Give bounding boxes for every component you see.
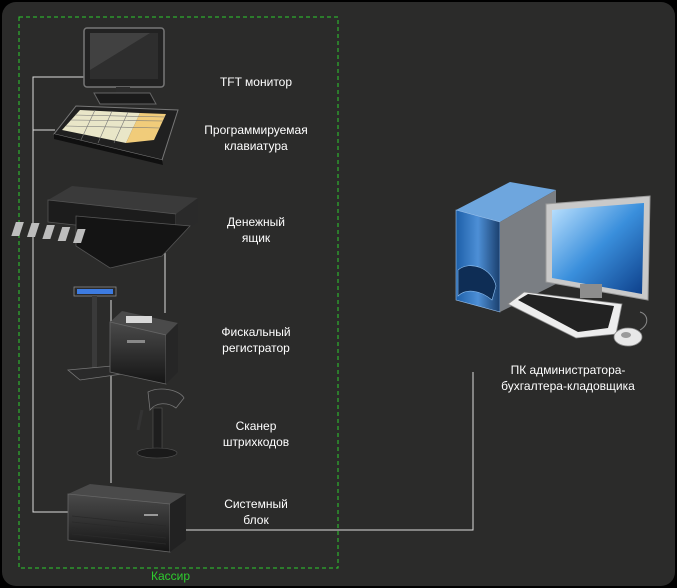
label-admin-pc: ПК администратора- бухгалтера-кладовщика [501, 363, 635, 393]
label-fiscal-printer: Фискальный регистратор [221, 325, 291, 355]
fiscal-printer-icon [67, 286, 178, 385]
tft-monitor-icon [83, 27, 165, 105]
label-barcode-scanner: Сканер штрихкодов [222, 419, 290, 449]
cashier-group-boundary [18, 16, 339, 569]
system-unit-icon [67, 484, 186, 553]
cash-drawer-icon [11, 186, 198, 269]
group-label-cashier: Кассир [151, 569, 191, 583]
label-tft-monitor: TFT монитор [219, 75, 293, 89]
desktop-pc-icon [455, 182, 651, 347]
label-programmable-keyboard: Программируемая клавиатура [204, 123, 308, 153]
barcode-scanner-icon [136, 388, 185, 459]
programmable-keyboard-icon [53, 105, 179, 165]
label-cash-drawer: Денежный ящик [227, 215, 285, 245]
label-system-unit: Системный блок [224, 497, 288, 527]
